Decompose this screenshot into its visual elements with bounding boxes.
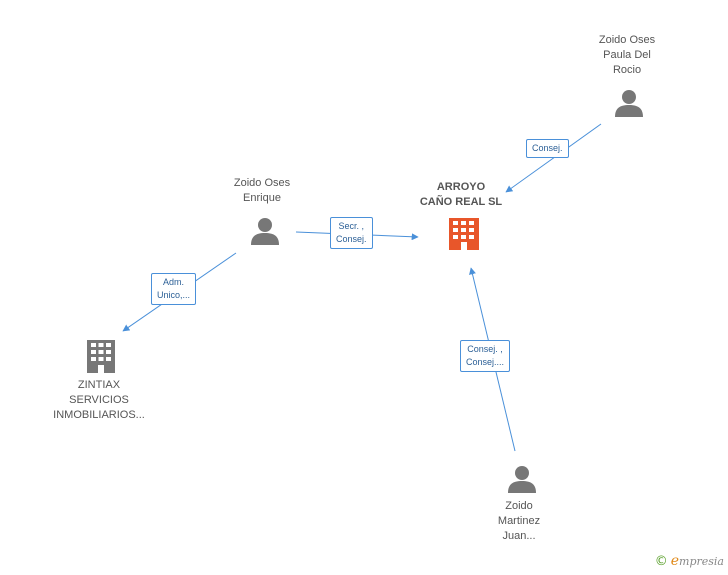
edge-label-line: Adm. xyxy=(163,277,185,287)
edge-label-enrique-to-zintiax[interactable]: Adm. Unico,... xyxy=(151,273,197,305)
label-line: Juan... xyxy=(502,530,536,542)
edge-paula-to-main xyxy=(505,123,602,193)
node-label-person-enrique[interactable]: Zoido Oses Enrique xyxy=(202,176,322,206)
label-line: Rocio xyxy=(612,64,642,76)
copyright-icon: © xyxy=(654,554,668,569)
node-label-zintiax[interactable]: ZINTIAX SERVICIOS INMOBILIARIOS... xyxy=(39,378,159,423)
edge-label-juan-to-main[interactable]: Consej. , Consej.... xyxy=(460,340,511,372)
edge-label-line: Consej. xyxy=(532,143,563,153)
label-line: INMOBILIARIOS... xyxy=(53,409,145,421)
node-label-person-juan[interactable]: Zoido Martinez Juan... xyxy=(459,499,579,544)
label-line: Zoido Oses xyxy=(233,177,291,189)
edge-label-paula-to-main[interactable]: Consej. xyxy=(526,139,569,158)
edge-label-line: Unico,... xyxy=(157,290,191,300)
label-line: Zoido Oses xyxy=(598,34,656,46)
edge-label-line: Consej.... xyxy=(466,357,505,367)
person-icon[interactable] xyxy=(508,466,536,493)
building-icon[interactable] xyxy=(87,340,115,373)
label-line: ARROYO xyxy=(436,181,486,193)
label-line: CAÑO REAL SL xyxy=(419,196,503,208)
node-label-main-company[interactable]: ARROYO CAÑO REAL SL xyxy=(401,180,521,210)
label-line: SERVICIOS xyxy=(69,394,129,406)
node-label-person-paula[interactable]: Zoido Oses Paula Del Rocio xyxy=(567,33,687,78)
brand-initial: e xyxy=(670,553,680,569)
edge-label-line: Secr. , xyxy=(338,221,365,231)
label-line: ZINTIAX xyxy=(77,379,121,391)
label-line: Paula Del xyxy=(603,49,651,61)
edge-label-enrique-to-main[interactable]: Secr. , Consej. xyxy=(330,217,373,249)
label-line: Martinez xyxy=(497,515,541,527)
brand-watermark: ©empresia xyxy=(655,553,724,569)
edge-label-line: Consej. xyxy=(336,234,367,244)
brand-name: mpresia xyxy=(679,555,724,568)
edge-label-line: Consej. , xyxy=(467,344,503,354)
building-icon[interactable] xyxy=(449,218,479,250)
person-icon[interactable] xyxy=(615,90,643,117)
label-line: Zoido xyxy=(505,500,533,512)
person-icon[interactable] xyxy=(251,218,279,245)
label-line: Enrique xyxy=(243,192,281,204)
